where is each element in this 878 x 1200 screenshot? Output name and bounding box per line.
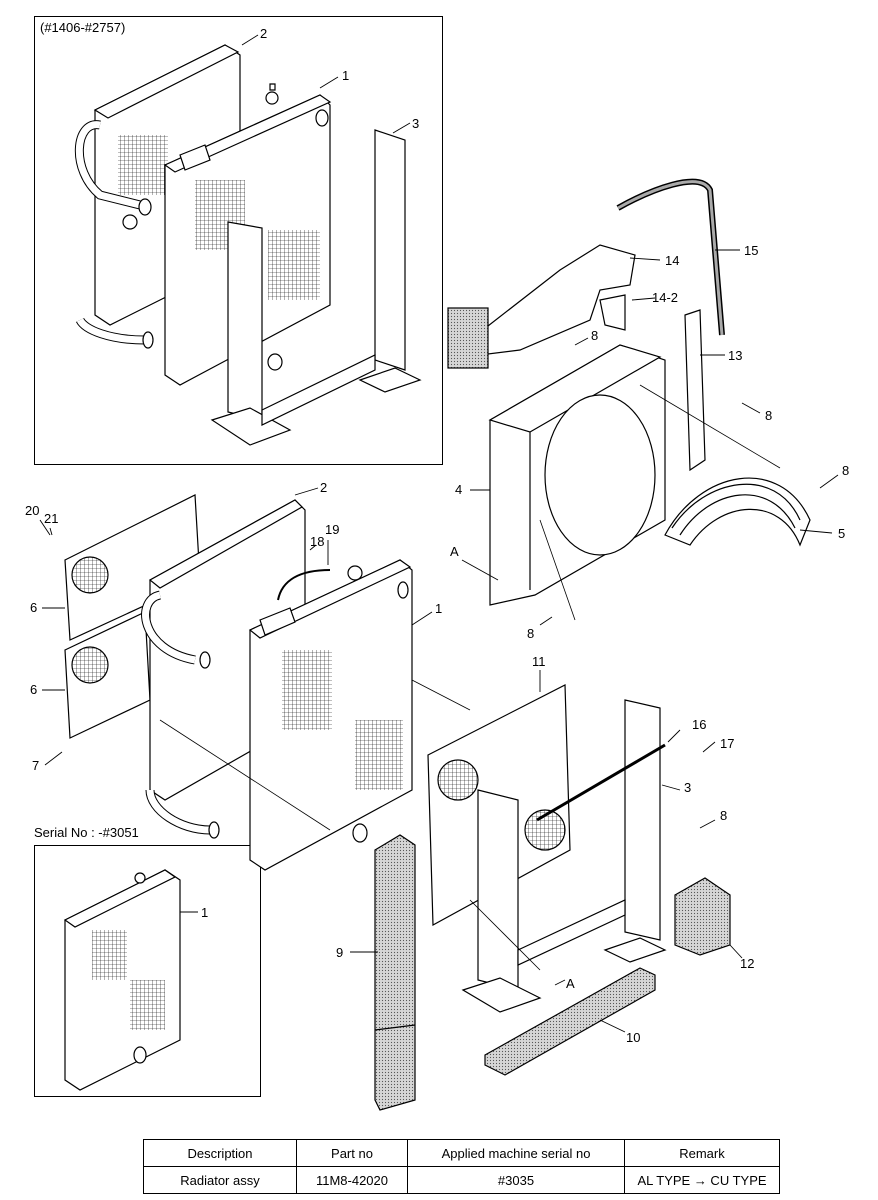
column-header-part-no: Part no (296, 1139, 408, 1167)
callout-label: 10 (626, 1030, 640, 1045)
cell-serial: #3035 (407, 1166, 625, 1194)
exploded-parts-diagram: 1 2 3 14 14-2 15 13 8 8 8 4 5 A 8 2 1 19… (25, 26, 849, 1111)
seal-part-14 (447, 244, 636, 369)
callout-label: 5 (838, 526, 845, 541)
cell-remark: AL TYPE → CU TYPE (624, 1166, 780, 1194)
callout-label: 14 (665, 253, 679, 268)
callout-label: 8 (720, 808, 727, 823)
inset-frame-bottom (34, 845, 261, 1097)
callout-label: 7 (32, 758, 39, 773)
callout-label: 18 (310, 534, 324, 549)
callout-label: 16 (692, 717, 706, 732)
callout-label: 3 (412, 116, 419, 131)
callout-label: 2 (320, 480, 327, 495)
inset-part-1-radiator-old (63, 869, 181, 1091)
inset-frame-top (34, 16, 443, 465)
callout-label: 11 (532, 654, 546, 669)
inset-part-3-bracket (210, 129, 422, 446)
callout-label: A (566, 976, 575, 991)
inset-caption-bottom: Serial No : -#3051 (34, 825, 139, 840)
callout-label: 1 (201, 905, 208, 920)
callout-label: 15 (744, 243, 758, 258)
column-header-description: Description (143, 1139, 297, 1167)
callout-label: 1 (435, 601, 442, 616)
callout-label: 8 (591, 328, 598, 343)
callout-label: 6 (30, 682, 37, 697)
callout-label: 12 (740, 956, 754, 971)
guard-part-5 (664, 477, 811, 547)
callout-label: 20 (25, 503, 39, 518)
callout-label: 8 (527, 626, 534, 641)
parts-table-header-row: Description Part no Applied machine seri… (143, 1139, 780, 1167)
shroud-part-4 (488, 344, 666, 606)
main-part-3-bracket (461, 699, 667, 1013)
inset-caption-top: (#1406-#2757) (40, 20, 126, 35)
seal-part-9 (374, 834, 416, 1111)
callout-label: 13 (728, 348, 742, 363)
seal-part-13 (684, 309, 706, 472)
callout-label: 9 (336, 945, 343, 960)
callout-label: 3 (684, 780, 691, 795)
column-header-serial: Applied machine serial no (407, 1139, 625, 1167)
cell-description: Radiator assy (143, 1166, 297, 1194)
callout-label: 6 (30, 600, 37, 615)
column-header-remark: Remark (624, 1139, 780, 1167)
cell-part-no: 11M8-42020 (296, 1166, 408, 1194)
seal-part-10 (484, 967, 656, 1076)
callout-label: 4 (455, 482, 462, 497)
callout-label: 21 (44, 511, 58, 526)
parts-table: Description Part no Applied machine seri… (143, 1139, 780, 1194)
seal-part-12 (674, 877, 731, 956)
table-row: Radiator assy 11M8-42020 #3035 AL TYPE →… (143, 1166, 780, 1194)
callout-label: 17 (720, 736, 734, 751)
callout-label: A (450, 544, 459, 559)
callout-label: 8 (765, 408, 772, 423)
seal-part-15 (616, 178, 725, 336)
callout-label: 19 (325, 522, 339, 537)
callout-label: 1 (342, 68, 349, 83)
main-part-1-radiator (248, 559, 413, 871)
callout-label: 2 (260, 26, 267, 41)
callout-label: 14-2 (652, 290, 678, 305)
callout-label: 8 (842, 463, 849, 478)
